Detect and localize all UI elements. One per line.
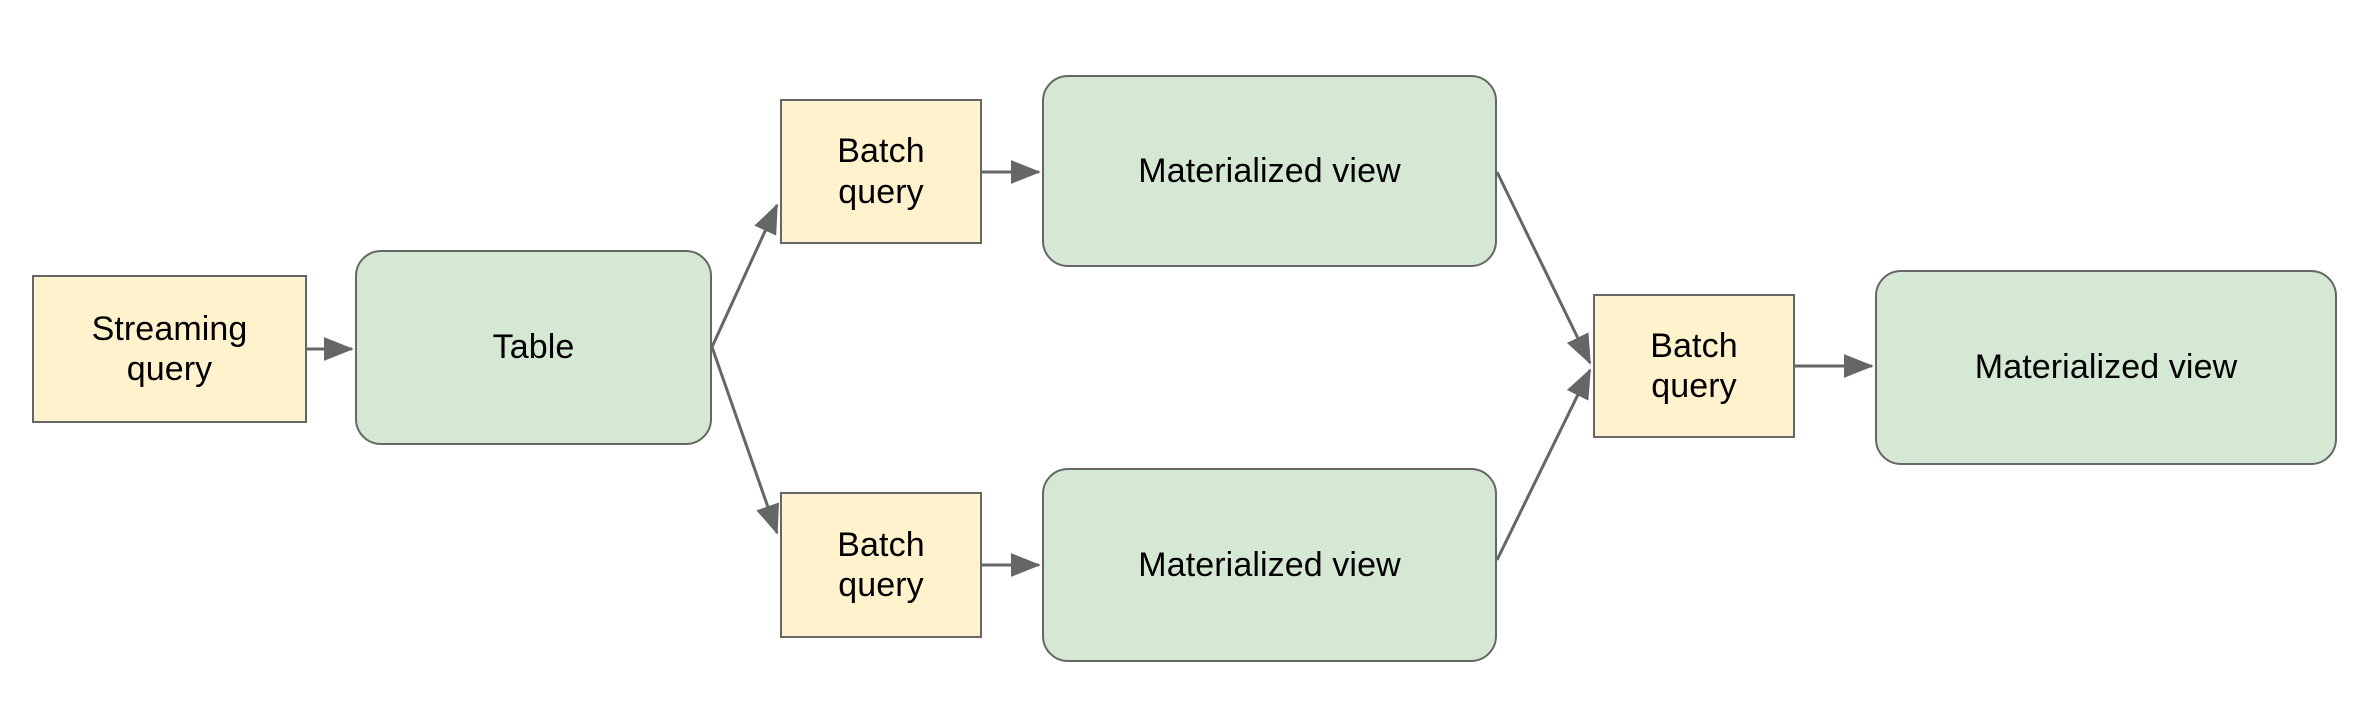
node-materialized-view-final[interactable]: Materialized view [1875,270,2337,465]
node-label-batch-query-join: Batch query [1650,326,1738,405]
node-streaming-query[interactable]: Streaming query [32,275,307,423]
node-batch-query-bottom[interactable]: Batch query [780,492,982,638]
node-label-batch-query-top: Batch query [837,132,925,211]
node-batch-query-top[interactable]: Batch query [780,99,982,244]
node-materialized-view-bottom[interactable]: Materialized view [1042,468,1497,662]
node-label-streaming-query: Streaming query [91,309,248,388]
node-batch-query-join[interactable]: Batch query [1593,294,1795,438]
node-label-materialized-view-final: Materialized view [1974,348,2238,387]
edge-table-to-batch-query-top [710,203,779,348]
edge-materialized-view-top-to-batch-query-join [1495,171,1592,365]
node-label-materialized-view-top: Materialized view [1138,151,1401,190]
node-label-batch-query-bottom: Batch query [837,525,925,604]
edge-table-to-batch-query-bottom [710,346,780,535]
node-label-table: Table [492,328,575,367]
edge-materialized-view-bottom-to-batch-query-join [1495,368,1592,561]
node-materialized-view-top[interactable]: Materialized view [1042,75,1497,267]
node-label-materialized-view-bottom: Materialized view [1138,545,1401,584]
node-table[interactable]: Table [355,250,712,445]
